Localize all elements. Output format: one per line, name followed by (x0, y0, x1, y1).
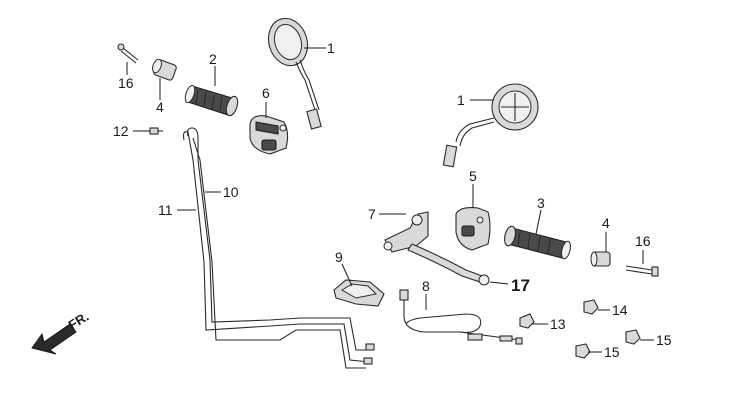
callout-15-clip-lower: 15 (604, 344, 620, 360)
callout-16-bolt-right: 16 (635, 233, 651, 249)
callout-8-clutch-cable: 8 (422, 278, 430, 294)
bracket-9 (333, 279, 385, 307)
callout-10-hose: 10 (223, 184, 239, 200)
callout-4-right-bar-end: 4 (602, 215, 610, 231)
clip-15-right (625, 329, 641, 345)
right-grip (504, 225, 571, 260)
right-mirror (442, 83, 539, 168)
callout-6-left-switch: 6 (262, 85, 270, 101)
left-mirror (267, 17, 322, 130)
front-arrow-icon (31, 323, 77, 355)
callout-17-clutch-lever: 17 (511, 276, 530, 295)
clip-13 (519, 313, 535, 329)
bar-end-left (152, 58, 177, 81)
screw-12 (149, 127, 163, 135)
callout-15-clip-right: 15 (656, 332, 672, 348)
callout-11-hose: 11 (158, 202, 173, 218)
bolt-right (625, 265, 659, 277)
clip-14 (583, 299, 599, 315)
callout-1-left-mirror: 1 (327, 40, 335, 56)
callout-9-bracket: 9 (335, 249, 343, 265)
bolt-left (117, 43, 139, 64)
callout-12-screw: 12 (113, 123, 129, 139)
brake-hoses (182, 127, 375, 369)
clutch-cable (399, 289, 523, 345)
right-switch (455, 207, 491, 251)
clip-15-lower (575, 343, 591, 359)
callout-14-clip: 14 (612, 302, 628, 318)
callout-7-clutch-holder: 7 (368, 206, 376, 222)
callout-4-left-bar-end: 4 (156, 99, 164, 115)
callout-1-right-mirror: 1 (457, 92, 465, 108)
leader-lines (126, 47, 654, 353)
left-switch (249, 115, 289, 155)
callout-16-bolt-left: 16 (118, 75, 134, 91)
bar-end-right (590, 251, 611, 267)
callout-3-right-grip: 3 (537, 195, 545, 211)
callout-labels: 1 1 2 3 4 4 5 6 7 8 9 10 11 12 13 14 15 … (113, 40, 672, 360)
callout-13-clip: 13 (550, 316, 566, 332)
left-grip (184, 84, 239, 117)
clutch-lever (383, 211, 490, 286)
callout-5-right-switch: 5 (469, 168, 477, 184)
callout-2-left-grip: 2 (209, 51, 217, 67)
